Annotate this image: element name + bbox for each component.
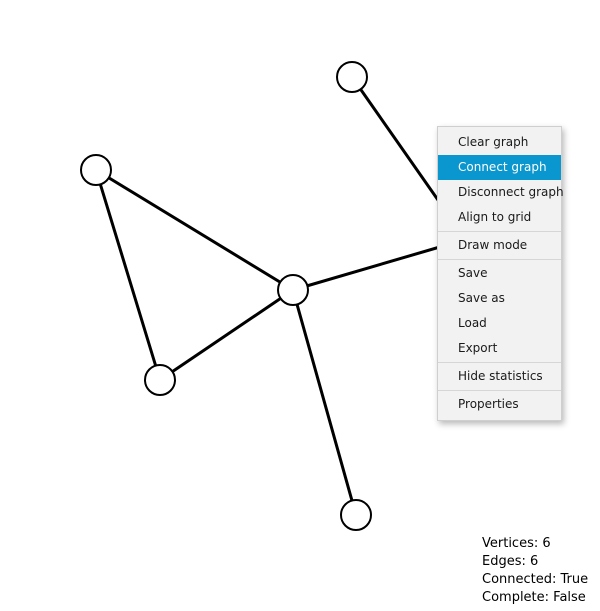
graph-vertex[interactable]: [80, 154, 112, 186]
stat-vertices: Vertices: 6: [482, 536, 551, 551]
menu-separator: [438, 362, 561, 363]
graph-edge[interactable]: [291, 242, 452, 292]
graph-vertex[interactable]: [336, 61, 368, 93]
graph-vertex[interactable]: [340, 499, 372, 531]
menu-item-draw-mode[interactable]: Draw mode: [458, 238, 528, 252]
stat-complete: Complete: False: [482, 590, 586, 605]
menu-item-properties[interactable]: Properties: [458, 397, 519, 411]
menu-item-save-as[interactable]: Save as: [458, 291, 505, 305]
context-menu: Clear graph Connect graph Disconnect gra…: [437, 126, 564, 421]
graph-vertex[interactable]: [144, 364, 176, 396]
menu-item-clear-graph[interactable]: Clear graph: [458, 135, 529, 149]
graph-edge[interactable]: [291, 288, 358, 517]
menu-item-hide-statistics[interactable]: Hide statistics: [458, 369, 543, 383]
graph-vertex[interactable]: [277, 274, 309, 306]
graph-edge[interactable]: [94, 168, 162, 382]
menu-separator: [438, 390, 561, 391]
graph-edge[interactable]: [350, 75, 447, 212]
menu-item-save[interactable]: Save: [458, 266, 488, 280]
menu-item-disconnect-graph[interactable]: Disconnect graph: [458, 185, 564, 199]
menu-item-connect-graph[interactable]: Connect graph: [438, 155, 561, 180]
menu-item-export[interactable]: Export: [458, 341, 498, 355]
menu-separator: [438, 231, 561, 232]
menu-item-load[interactable]: Load: [458, 316, 487, 330]
menu-item-align-to-grid[interactable]: Align to grid: [458, 210, 532, 224]
statistics-panel: Vertices: 6 Edges: 6 Connected: True Com…: [482, 535, 588, 607]
menu-separator: [438, 259, 561, 260]
graph-edge[interactable]: [94, 168, 295, 292]
stat-connected: Connected: True: [482, 572, 589, 587]
graph-edge[interactable]: [158, 288, 295, 382]
stat-edges: Edges: 6: [482, 554, 539, 569]
